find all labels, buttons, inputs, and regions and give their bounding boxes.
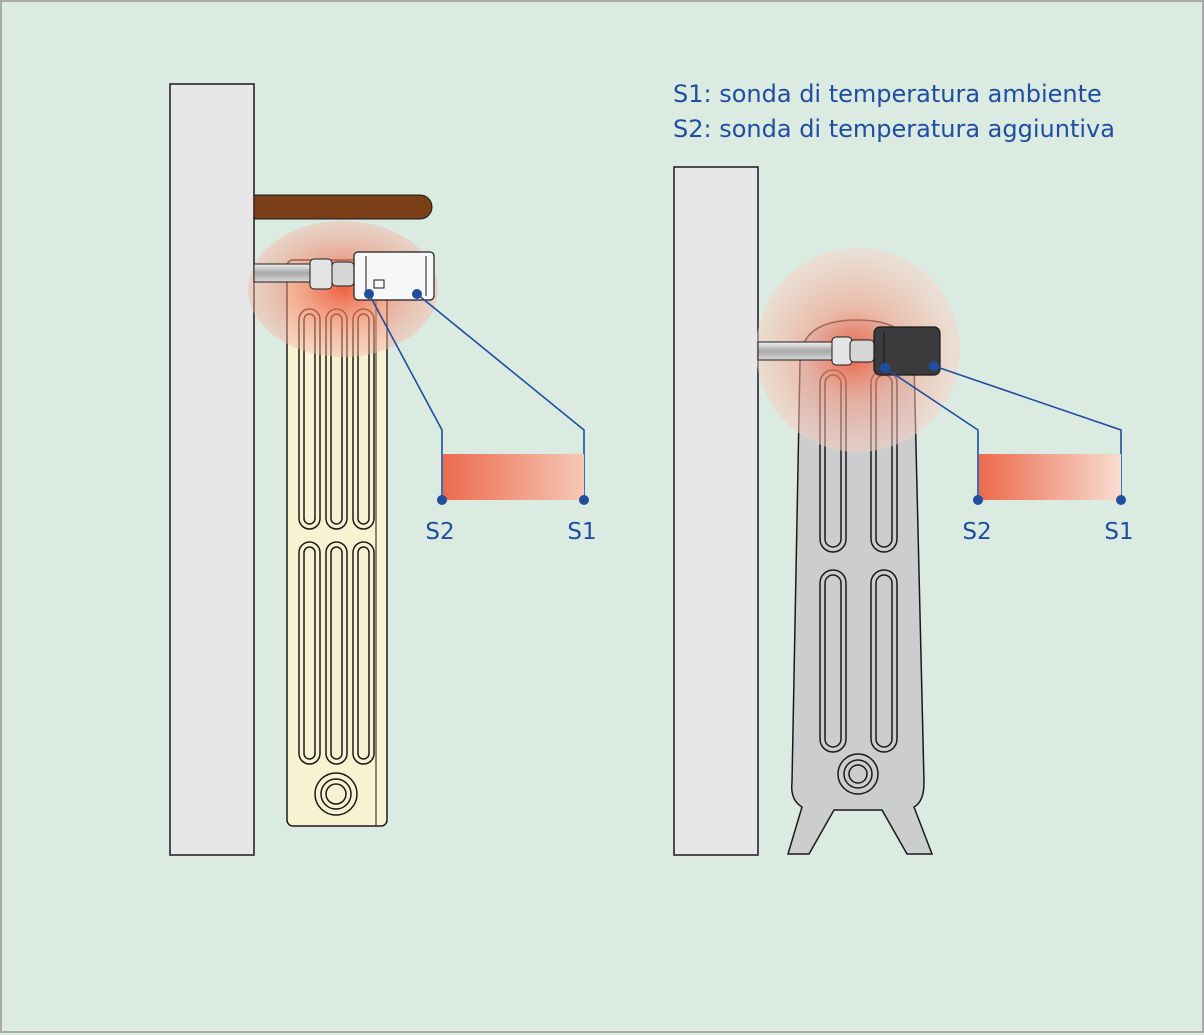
right-thermostatic-head [873,326,941,376]
right-heat-bar [979,454,1121,500]
right-probe-s1-label: S1 [1104,519,1133,545]
left-probe-s1-label: S1 [567,519,596,545]
grey-radiator [786,319,934,855]
left-setup: S2 S1 [169,83,597,856]
left-wall [169,83,255,856]
left-probe-s2-label: S2 [425,519,454,545]
left-heat-bar [443,454,584,500]
right-wall [673,166,759,856]
legend-s2: S2: sonda di temperatura aggiuntiva [673,115,1115,143]
right-setup: S2 S1 [673,166,1134,856]
right-probe-s2-label: S2 [962,519,991,545]
right-valve [757,336,875,366]
left-valve [253,258,355,290]
right-probe-dots [880,361,1126,505]
cream-radiator [286,259,388,827]
wooden-shelf [253,194,433,220]
legend: S1: sonda di temperatura ambiente S2: so… [673,80,1115,143]
left-thermostatic-head [353,251,435,301]
legend-s1: S1: sonda di temperatura ambiente [673,80,1102,108]
left-probe-dots [364,289,589,505]
